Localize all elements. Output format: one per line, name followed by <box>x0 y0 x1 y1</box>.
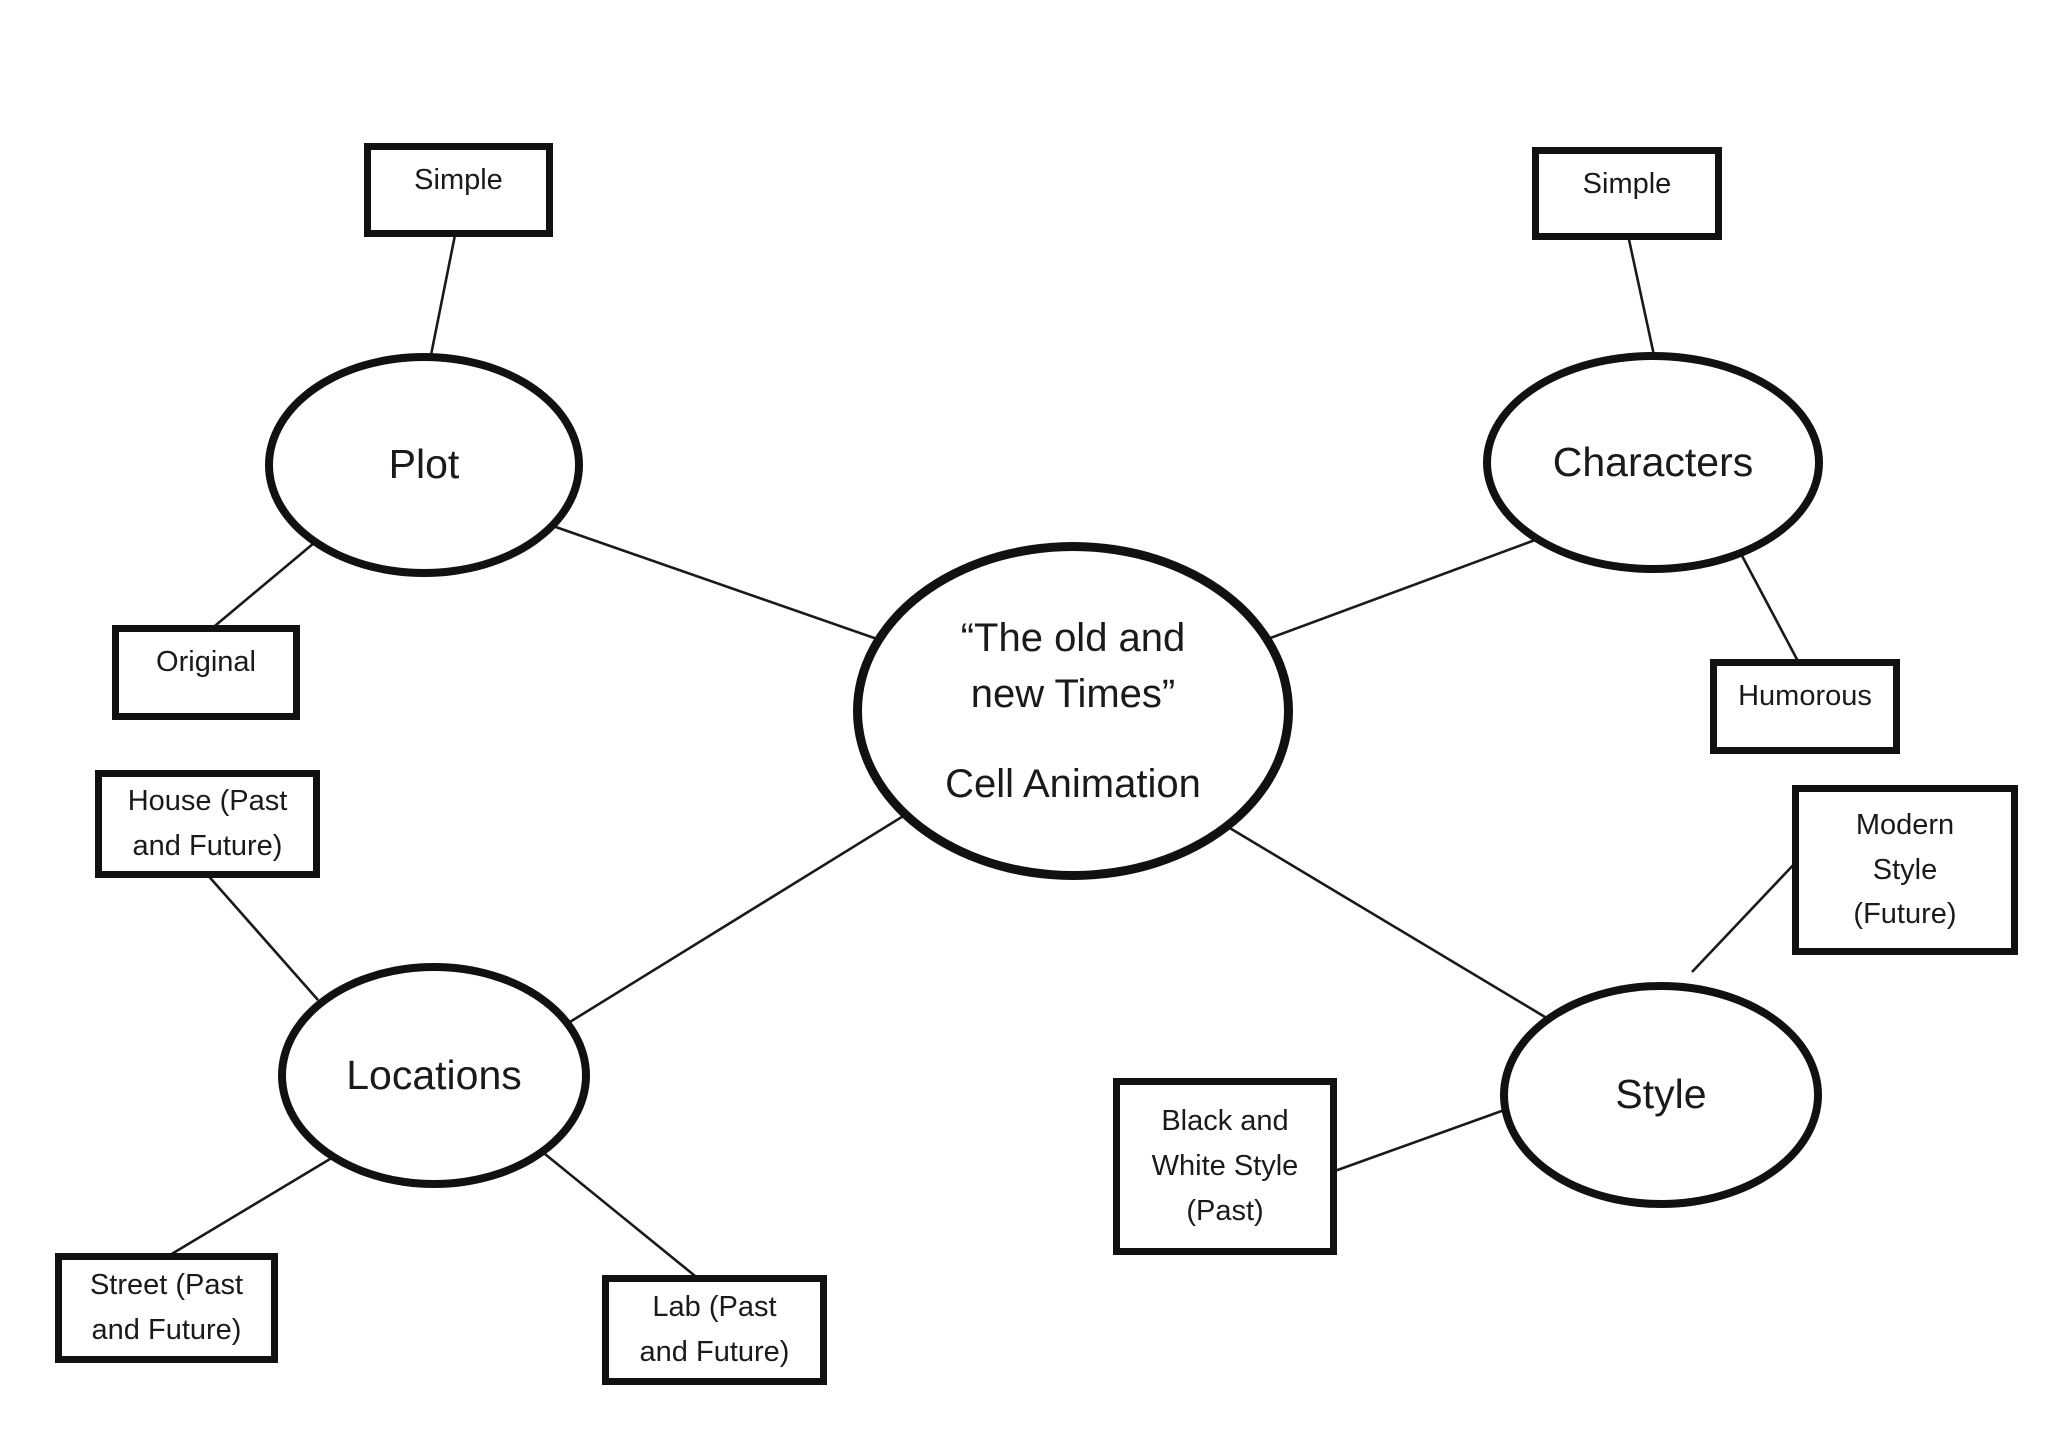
leaf-characters-humorous-label: Humorous <box>1738 680 1872 712</box>
leaf-style-modern: Modern Style (Future) <box>1792 785 2018 955</box>
center-node-subtitle: Cell Animation <box>945 762 1201 806</box>
leaf-locations-street-label: Street (Past and Future) <box>89 1269 244 1346</box>
leaf-locations-house: House (Past and Future) <box>95 770 320 878</box>
connector-characters-simple <box>1626 234 1657 361</box>
leaf-locations-house-label: House (Past and Future) <box>127 785 288 862</box>
connector-style-blackwhite <box>1331 1106 1511 1174</box>
node-style-label: Style <box>1615 1071 1707 1118</box>
node-style: Style <box>1500 982 1822 1208</box>
node-locations: Locations <box>278 963 590 1188</box>
node-characters-label: Characters <box>1552 438 1754 485</box>
leaf-plot-simple-label: Simple <box>414 164 503 196</box>
node-center: “The old and new Times” Cell Animation <box>853 542 1293 880</box>
connector-locations-lab <box>539 1148 701 1282</box>
connector-plot-simple <box>428 234 457 361</box>
leaf-plot-simple: Simple <box>364 143 553 237</box>
connector-center-style <box>1207 813 1551 1022</box>
connector-locations-street <box>164 1148 346 1260</box>
leaf-locations-lab: Lab (Past and Future) <box>602 1275 827 1385</box>
leaf-locations-lab-label: Lab (Past and Future) <box>639 1291 790 1368</box>
leaf-plot-original: Original <box>112 625 300 720</box>
node-locations-label: Locations <box>346 1051 522 1098</box>
connector-style-modern <box>1691 859 1799 973</box>
leaf-style-modern-label: Modern Style (Future) <box>1853 808 1957 931</box>
connector-center-locations <box>564 813 906 1027</box>
leaf-style-blackwhite: Black and White Style (Past) <box>1113 1078 1337 1255</box>
node-plot: Plot <box>265 353 583 577</box>
leaf-locations-street: Street (Past and Future) <box>55 1253 278 1363</box>
node-plot-label: Plot <box>388 441 460 488</box>
leaf-style-blackwhite-label: Black and White Style (Past) <box>1151 1105 1299 1227</box>
leaf-plot-original-label: Original <box>156 646 256 678</box>
connector-center-plot <box>549 523 881 642</box>
connector-characters-humorous <box>1738 551 1802 666</box>
connector-center-characters <box>1264 538 1536 642</box>
node-characters: Characters <box>1483 352 1823 573</box>
connector-locations-house <box>204 871 319 1001</box>
connector-plot-original <box>209 537 321 631</box>
leaf-characters-simple-label: Simple <box>1582 168 1672 200</box>
leaf-characters-simple: Simple <box>1532 147 1722 240</box>
center-node-title: “The old and new Times” <box>960 616 1186 716</box>
leaf-characters-humorous: Humorous <box>1710 659 1900 754</box>
